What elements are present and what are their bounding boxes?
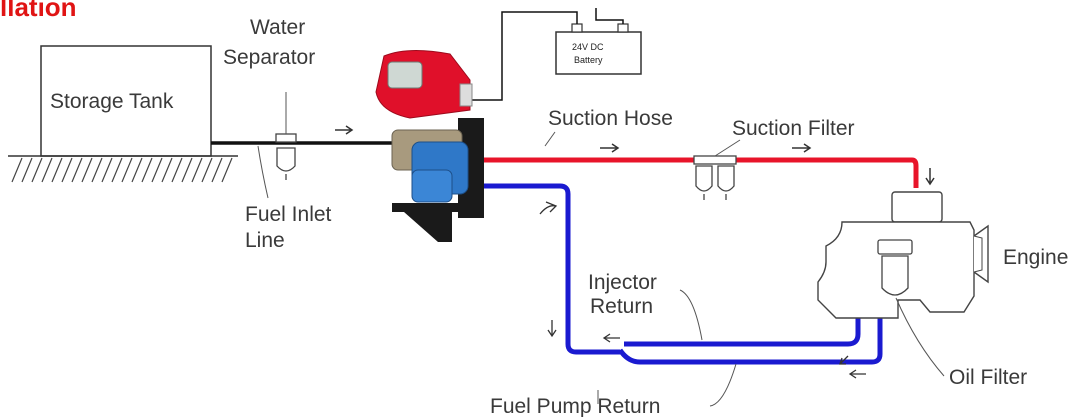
- oil-filter: [877, 239, 913, 296]
- fuel-pump-return-leader-right: [709, 363, 737, 407]
- fuel-pump-return-line: [470, 183, 620, 355]
- flow-meter: [375, 49, 484, 242]
- flow-arrow-inlet: [335, 125, 354, 135]
- injector-return-leader: [679, 289, 703, 341]
- suction-hose-label: Suction Hose: [548, 107, 673, 130]
- flow-arrow-return-5: [839, 355, 849, 365]
- flow-arrow-return-4: [848, 369, 866, 379]
- flow-arrow-suction-1: [600, 143, 620, 153]
- storage-tank: Storage Tank: [8, 45, 238, 183]
- injector-return-label-line1: Injector: [588, 271, 657, 294]
- suction-filter-label: Suction Filter: [732, 117, 855, 140]
- injector-return-label-line2: Return: [590, 295, 653, 318]
- fuel-inlet-label-line1: Fuel Inlet: [245, 203, 332, 226]
- meter-stand: [392, 203, 480, 242]
- flow-arrow-return-3: [602, 333, 620, 343]
- injector-return-line: [624, 306, 861, 347]
- diagram-title: llation: [0, 0, 77, 22]
- flow-arrow-suction-3: [925, 168, 935, 186]
- meter-display: [387, 61, 423, 89]
- flow-arrow-return-2: [547, 320, 557, 338]
- suction-filter-leader: [714, 139, 741, 157]
- water-separator-label-line2: Separator: [223, 46, 315, 69]
- ground-hatching: [11, 157, 233, 183]
- suction-hose-leader: [544, 131, 556, 147]
- engine: [817, 191, 989, 319]
- return-line-lower: [617, 318, 883, 365]
- water-separator-label-line1: Water: [250, 16, 305, 39]
- battery: 24V DC Battery: [555, 23, 642, 75]
- fuel-inlet-label-line2: Line: [245, 229, 285, 252]
- fuel-inlet-leader: [257, 145, 269, 199]
- flow-arrow-suction-2: [792, 143, 812, 153]
- oil-filter-leader: [895, 297, 945, 377]
- battery-label-line1: 24V DC: [572, 42, 604, 52]
- suction-filter: [693, 155, 737, 200]
- storage-tank-label: Storage Tank: [50, 90, 174, 113]
- battery-wire-2: [595, 8, 624, 24]
- battery-wire-1: [472, 11, 578, 101]
- suction-hose-line: [470, 157, 919, 188]
- water-separator: [275, 133, 297, 180]
- engine-label: Engine: [1003, 246, 1068, 269]
- flow-arrow-return-1: [539, 201, 558, 215]
- fuel-pump-return-label: Fuel Pump Return: [490, 395, 660, 417]
- oil-filter-label: Oil Filter: [949, 366, 1027, 389]
- battery-label-line2: Battery: [574, 55, 603, 65]
